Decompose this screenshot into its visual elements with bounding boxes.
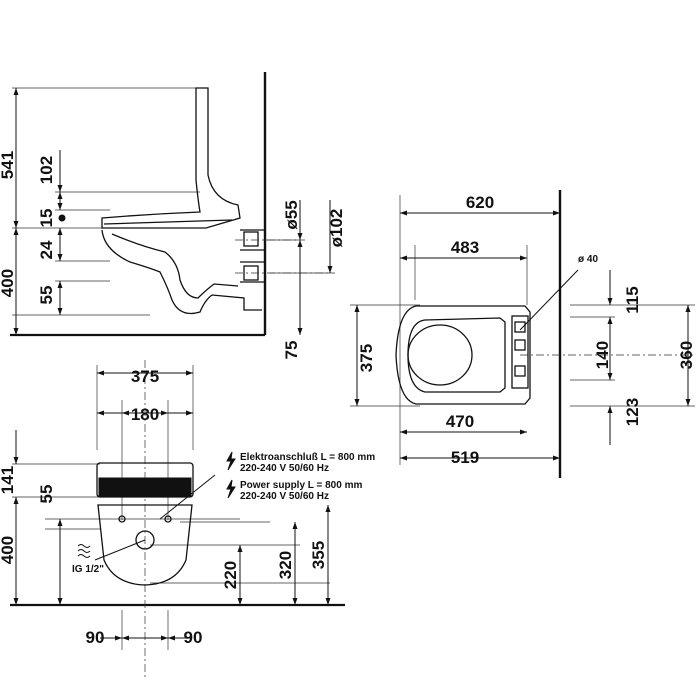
top-view: 620 483 ø 40 115 375 140 360 470 519 123 <box>350 190 696 478</box>
dim-620: 620 <box>466 193 494 212</box>
dim-115: 115 <box>623 286 642 313</box>
dim-15: 15 <box>37 209 56 228</box>
dim-400-side: 400 <box>0 269 17 297</box>
dim-519: 519 <box>451 448 479 467</box>
dim-470: 470 <box>446 412 474 431</box>
dim-375-top: 375 <box>357 344 376 372</box>
dim-55-front: 55 <box>37 485 56 504</box>
front-view: 375 180 141 55 400 220 320 355 90 90 Ele… <box>0 360 375 680</box>
dim-400-front: 400 <box>0 536 17 564</box>
lightning-icon <box>226 479 236 499</box>
side-view: 541 102 15 24 400 55 ø55 ø102 75 <box>0 72 346 359</box>
lightning-icon <box>226 451 236 471</box>
electric-note-en-2: 220-240 V 50/60 Hz <box>240 491 329 502</box>
dim-140: 140 <box>593 341 612 369</box>
water-icon <box>77 544 91 558</box>
dim-102: 102 <box>37 156 56 184</box>
dim-141: 141 <box>0 466 17 494</box>
dim-320: 320 <box>276 551 295 579</box>
dim-90-left: 90 <box>86 628 105 647</box>
dim-24: 24 <box>37 240 56 259</box>
dim-90-right: 90 <box>184 628 203 647</box>
water-connection-label: IG 1/2" <box>72 564 104 575</box>
dim-180: 180 <box>131 405 159 424</box>
dim-541: 541 <box>0 151 17 179</box>
dim-220: 220 <box>221 561 240 589</box>
dim-355: 355 <box>309 541 328 569</box>
electric-note-de-2: 220-240 V 50/60 Hz <box>240 463 329 474</box>
dim-483: 483 <box>451 238 479 257</box>
dim-o40: ø 40 <box>578 254 598 265</box>
dim-o102: ø102 <box>327 209 346 248</box>
electric-note-en-1: Power supply L = 800 mm <box>240 480 362 491</box>
dim-375-front: 375 <box>131 367 159 386</box>
electric-note-de-1: Elektroanschluß L = 800 mm <box>240 452 375 463</box>
dim-75: 75 <box>282 341 301 360</box>
dim-360: 360 <box>677 341 696 369</box>
dim-o55: ø55 <box>282 200 301 229</box>
dim-123: 123 <box>623 398 642 426</box>
dim-55-side: 55 <box>37 286 56 305</box>
